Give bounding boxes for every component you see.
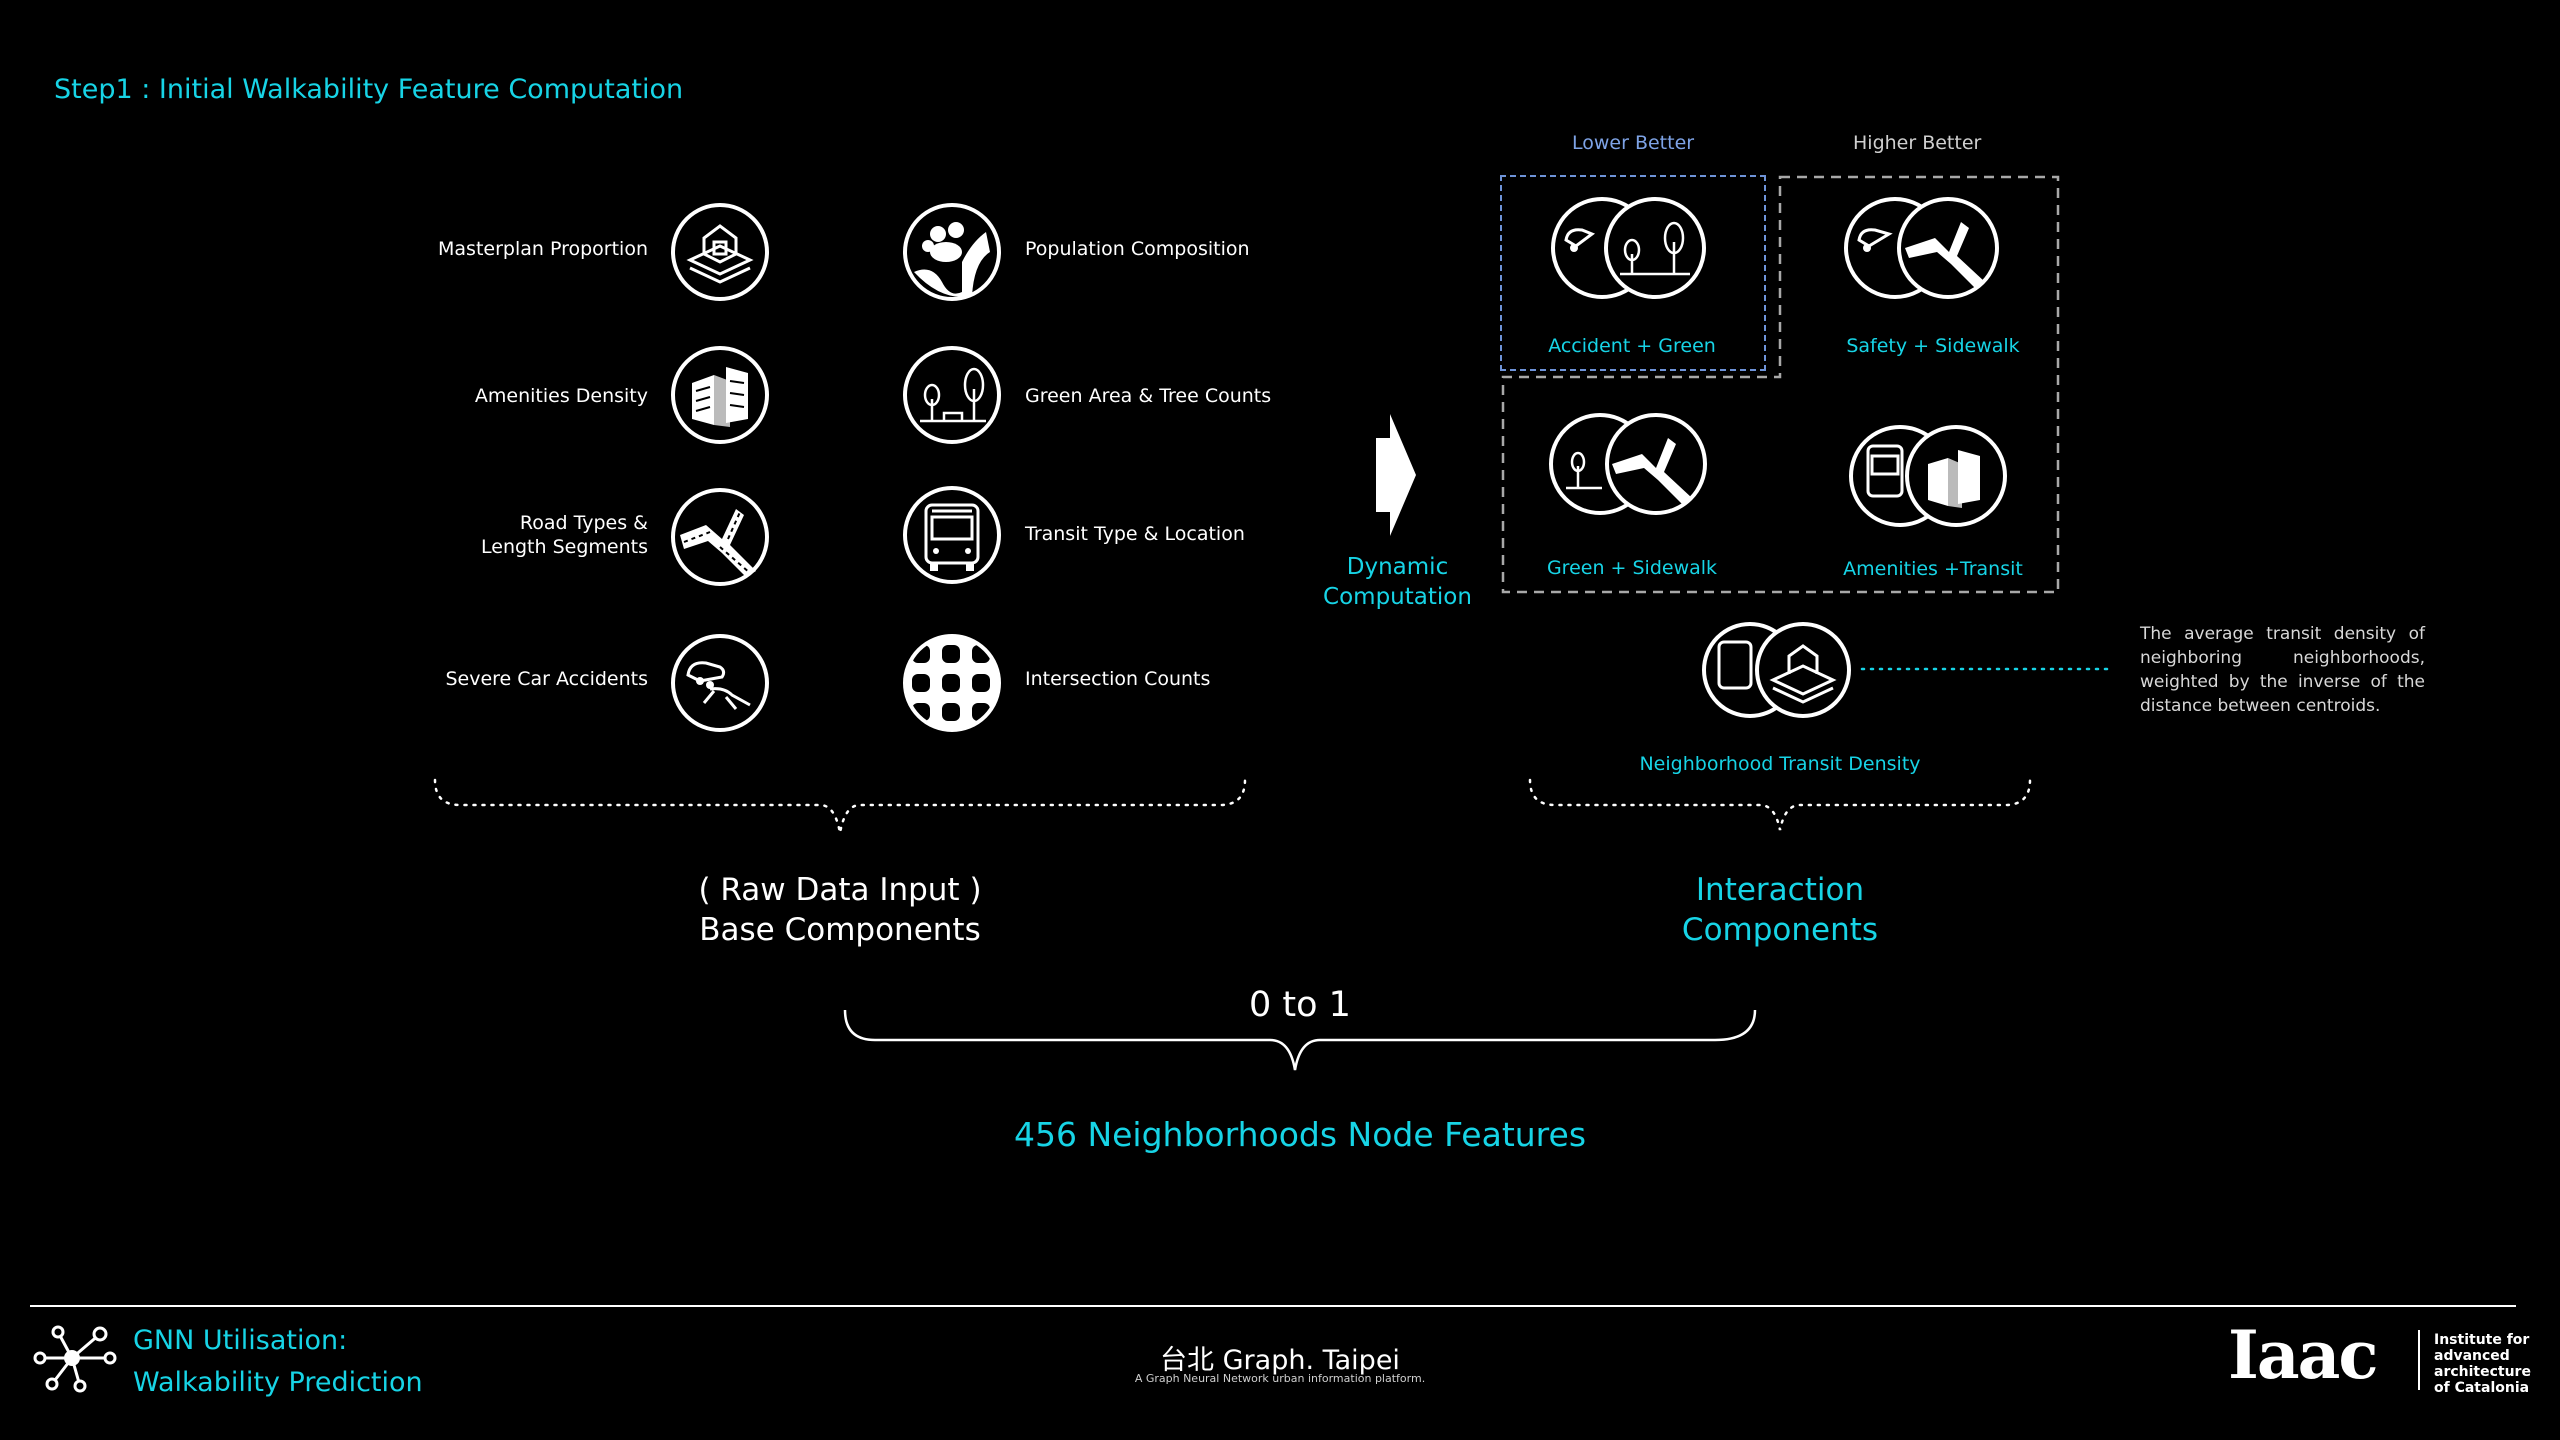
base-caption-line1: ( Raw Data Input ): [698, 872, 982, 908]
institute-line2: advanced: [2434, 1348, 2510, 1364]
project-line1: GNN Utilisation:: [133, 1325, 348, 1356]
iaac-logo: Iaac: [2228, 1316, 2379, 1394]
range-label: 0 to 1: [1249, 985, 1351, 1025]
logo-divider: [2418, 1330, 2420, 1390]
institute-line3: architecture: [2434, 1364, 2531, 1380]
higher-better-label: Higher Better: [1853, 132, 1982, 154]
step-title: Step1 : Initial Walkability Feature Comp…: [54, 74, 684, 105]
interaction-caption-line1: Interaction: [1695, 872, 1865, 908]
amenities-transit-combo-icon: [1848, 420, 2008, 530]
project-title: GNN Utilisation: Walkability Prediction: [133, 1320, 423, 1404]
label-road-line1: Road Types &: [519, 512, 648, 534]
right-arrow-icon: [1376, 414, 1416, 536]
accident-green-combo-icon: [1550, 190, 1710, 300]
note-connector: [1860, 667, 2114, 671]
accident-icon: [670, 633, 770, 733]
base-caption-line2: Base Components: [699, 912, 981, 948]
label-intersections: Intersection Counts: [1025, 668, 1211, 690]
footer-divider: [30, 1305, 2516, 1307]
institute-line4: of Catalonia: [2434, 1380, 2530, 1396]
masterplan-layers-icon: [670, 202, 770, 302]
label-amenities: Amenities Density: [474, 385, 648, 407]
population-icon: [902, 202, 1002, 302]
label-accident-green: Accident + Green: [1548, 335, 1716, 357]
dynamic-computation-label: Dynamic Computation: [1300, 552, 1495, 612]
platform-title: 台北 Graph. Taipei: [1160, 1345, 1400, 1376]
dynamic-line1: Dynamic: [1346, 554, 1449, 580]
buildings-icon: [670, 345, 770, 445]
interaction-caption-line2: Components: [1681, 912, 1879, 948]
base-components-caption: ( Raw Data Input ) Base Components: [640, 870, 1040, 950]
project-line2: Walkability Prediction: [133, 1367, 423, 1398]
label-population: Population Composition: [1025, 238, 1250, 260]
interaction-brace: [1528, 778, 2032, 831]
trees-icon: [902, 345, 1002, 445]
grid-intersection-icon: [902, 633, 1002, 733]
neighborhood-transit-combo-icon: [1695, 618, 1855, 728]
lower-better-box: [1500, 175, 1766, 371]
green-sidewalk-combo-icon: [1548, 408, 1708, 518]
safety-sidewalk-combo-icon: [1843, 190, 2003, 300]
label-road: Road Types & Length Segments: [481, 511, 648, 559]
label-transit: Transit Type & Location: [1025, 523, 1245, 545]
result-label: 456 Neighborhoods Node Features: [1013, 1115, 1587, 1154]
bus-icon: [902, 485, 1002, 585]
platform-subtitle: A Graph Neural Network urban information…: [1134, 1372, 1426, 1385]
label-masterplan: Masterplan Proportion: [438, 238, 648, 260]
label-green-sidewalk: Green + Sidewalk: [1546, 557, 1718, 579]
road-icon: [670, 487, 770, 587]
label-green-area: Green Area & Tree Counts: [1025, 385, 1272, 407]
interaction-caption: Interaction Components: [1580, 870, 1980, 950]
label-safety-sidewalk: Safety + Sidewalk: [1846, 335, 2020, 357]
range-brace: [843, 1009, 1757, 1071]
higher-better-box: [1501, 175, 2060, 594]
neighborhood-note: The average transit density of neighbori…: [2140, 624, 2425, 716]
dynamic-line2: Computation: [1323, 584, 1472, 610]
graph-network-icon: [33, 1325, 117, 1393]
institute-line1: Institute for: [2434, 1332, 2530, 1348]
institute-text: Institute for advanced architecture of C…: [2434, 1332, 2531, 1396]
label-amenities-transit: Amenities +Transit: [1843, 558, 2023, 580]
label-accidents: Severe Car Accidents: [445, 668, 648, 690]
base-components-brace: [433, 778, 1247, 834]
label-neighborhood-transit: Neighborhood Transit Density: [1639, 753, 1921, 775]
label-road-line2: Length Segments: [481, 536, 648, 558]
lower-better-label: Lower Better: [1572, 132, 1695, 154]
